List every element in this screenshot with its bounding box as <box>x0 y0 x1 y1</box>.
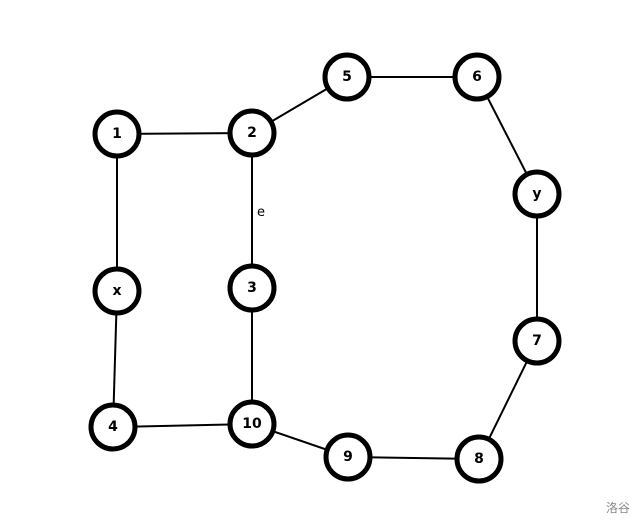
node-circle <box>454 434 504 484</box>
node-label: 6 <box>472 69 482 85</box>
node-circle <box>227 108 277 158</box>
node-9: 9 <box>323 432 373 482</box>
node-circle <box>227 399 277 449</box>
node-2: 2 <box>227 108 277 158</box>
node-5: 5 <box>322 52 372 102</box>
node-x: x <box>92 266 142 316</box>
node-circle <box>88 402 138 452</box>
watermark: 洛谷 <box>605 501 630 515</box>
node-circle <box>322 52 372 102</box>
node-circle <box>92 266 142 316</box>
node-label: 9 <box>343 449 353 465</box>
node-y: y <box>512 169 562 219</box>
node-label: y <box>532 186 541 202</box>
nodes: 1 2 5 6 y x 3 7 4 10 9 8 <box>88 52 562 484</box>
edges <box>112 76 538 460</box>
node-10: 10 <box>227 399 277 449</box>
node-1: 1 <box>92 109 142 159</box>
node-7: 7 <box>512 316 562 366</box>
node-label: 3 <box>247 280 257 296</box>
node-label: 1 <box>112 126 122 142</box>
node-label: 7 <box>532 333 542 349</box>
node-3: 3 <box>227 263 277 313</box>
node-circle <box>92 109 142 159</box>
node-circle <box>452 52 502 102</box>
node-circle <box>227 263 277 313</box>
node-label: 5 <box>342 69 352 85</box>
edge-label-e: e <box>257 205 265 220</box>
node-label: 4 <box>108 419 118 435</box>
node-circle <box>323 432 373 482</box>
node-circle <box>512 316 562 366</box>
node-4: 4 <box>88 402 138 452</box>
node-8: 8 <box>454 434 504 484</box>
node-label: x <box>112 283 121 299</box>
node-label: 10 <box>242 416 262 432</box>
node-circle <box>512 169 562 219</box>
node-label: 8 <box>474 451 484 467</box>
node-6: 6 <box>452 52 502 102</box>
node-label: 2 <box>247 125 257 141</box>
